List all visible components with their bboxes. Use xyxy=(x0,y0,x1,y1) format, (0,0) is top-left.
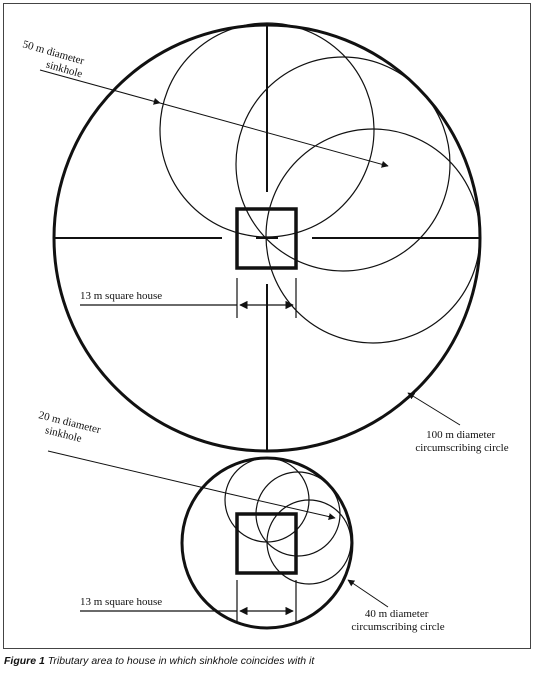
small-house-square xyxy=(235,512,298,575)
figure-number: Figure 1 xyxy=(4,655,45,667)
figure-caption-text: Tributary area to house in which sinkhol… xyxy=(47,655,315,667)
small-sinkhole-circle-3 xyxy=(266,499,352,585)
large-house-label: 13 m square house xyxy=(80,290,162,302)
large-sinkhole-label: 50 m diameter sinkhole xyxy=(18,38,89,80)
large-circle-label: 100 m diameter circumscribing circle xyxy=(415,429,508,454)
large-crosshair xyxy=(54,25,480,451)
small-house-dimension xyxy=(80,580,297,622)
large-sinkhole-leader xyxy=(39,69,389,168)
small-house-label: 13 m square house xyxy=(80,596,162,608)
large-sinkhole-circle-3 xyxy=(265,128,481,344)
large-house-square xyxy=(235,207,298,270)
small-circle-label: 40 m diameter circumscribing circle xyxy=(351,608,444,633)
small-circle-leader xyxy=(347,579,389,608)
large-circle-leader xyxy=(407,392,461,426)
small-sinkhole-label: 20 m diameter sinkhole xyxy=(34,409,104,449)
small-sinkhole-leader xyxy=(47,450,336,521)
large-house-dimension xyxy=(80,278,297,318)
large-sinkhole-circle-2 xyxy=(235,56,451,272)
sinkhole-diagram: 50 m diameter sinkhole 13 m square house… xyxy=(18,22,509,633)
figure-caption: Figure 1 Tributary area to house in whic… xyxy=(4,655,314,667)
large-sinkhole-circle-1 xyxy=(159,22,375,238)
figure-frame xyxy=(3,3,531,649)
